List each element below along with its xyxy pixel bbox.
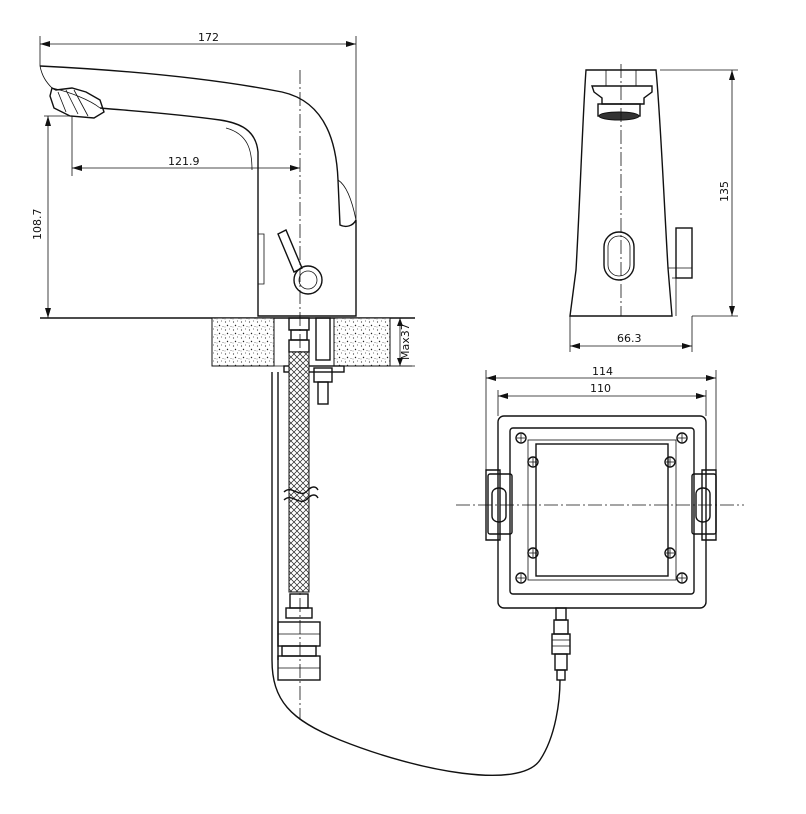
- screw-icon: [515, 432, 688, 584]
- faucet-side-view: [39, 65, 357, 317]
- dimension-lines: [39, 36, 738, 470]
- dim-spout-reach: 121.9: [168, 155, 200, 168]
- dim-max-deck: Max37: [399, 323, 412, 360]
- dim-body-width: 66.3: [617, 332, 642, 345]
- dim-total-length: 172: [198, 31, 219, 44]
- dim-body-height: 135: [718, 181, 731, 202]
- dim-spout-height: 108.7: [31, 209, 44, 241]
- dim-box-outer: 114: [592, 365, 613, 378]
- dim-box-inner: 110: [590, 382, 611, 395]
- countertop-section: [40, 317, 415, 367]
- control-box: [485, 415, 717, 681]
- faucet-front-view: [569, 69, 693, 317]
- shank-and-hoses: [271, 317, 561, 776]
